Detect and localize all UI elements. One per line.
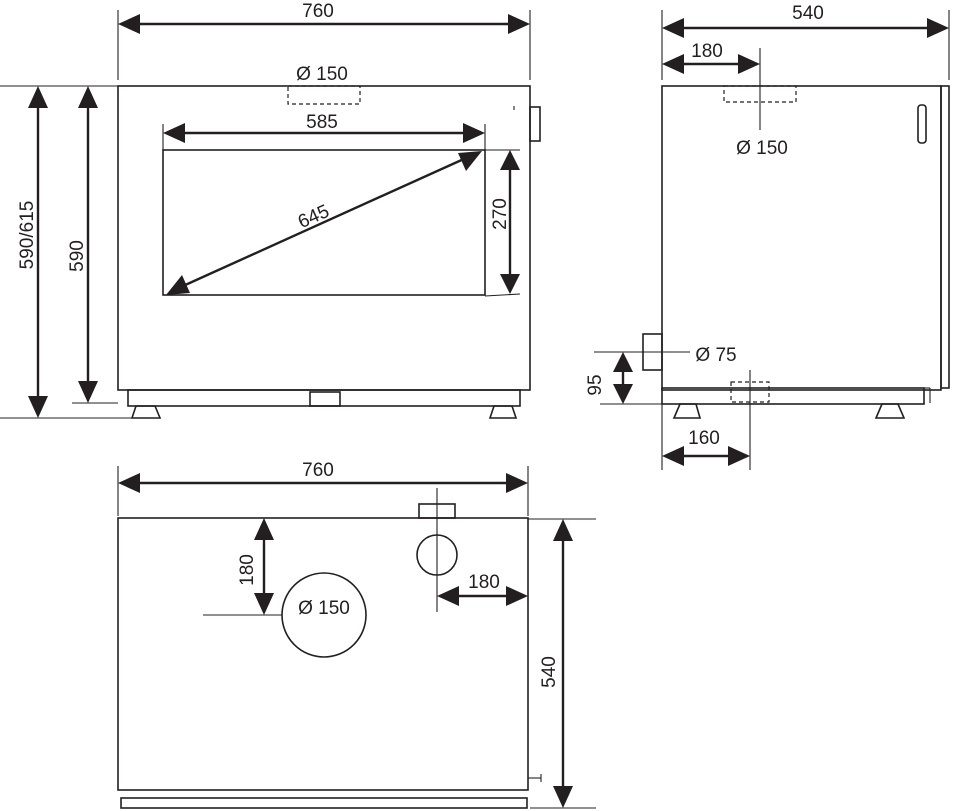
side-foot-right bbox=[874, 403, 906, 419]
body-height-dimension bbox=[78, 86, 98, 403]
top-base bbox=[120, 797, 528, 809]
extension-line bbox=[484, 293, 521, 297]
side-foot-left bbox=[672, 403, 702, 419]
side-flue-diameter-label: Ø 150 bbox=[736, 138, 788, 159]
total-height-label: 590/615 bbox=[17, 201, 38, 270]
total-height-dimension bbox=[28, 86, 48, 418]
glass-window bbox=[162, 149, 486, 296]
flue-diameter-label: Ø 150 bbox=[296, 64, 348, 85]
side-base bbox=[661, 387, 925, 405]
body-height-label: 590 bbox=[67, 240, 88, 272]
top-body bbox=[117, 517, 529, 791]
depth-dimension bbox=[662, 18, 949, 38]
top-view: 760 180 Ø 150 180 bbox=[117, 460, 596, 809]
door-edge bbox=[940, 85, 950, 389]
foot-left bbox=[130, 405, 162, 419]
front-view: 760 Ø 150 585 645 bbox=[0, 1, 541, 419]
flue-offset-label: 180 bbox=[691, 41, 723, 62]
glass-height-dimension bbox=[500, 150, 520, 294]
glass-width-dimension bbox=[163, 123, 485, 143]
glass-width-label: 585 bbox=[306, 112, 338, 133]
side-flue-outlet bbox=[723, 85, 797, 103]
glass-height-label: 270 bbox=[490, 198, 511, 230]
top-width-label: 760 bbox=[302, 460, 334, 481]
depth-label: 540 bbox=[792, 3, 824, 24]
glass-diagonal-dimension bbox=[166, 151, 482, 295]
bottom-inlet-offset-dimension bbox=[662, 446, 750, 466]
air-inlet-circle bbox=[416, 534, 458, 576]
flue-offset-front-label: 180 bbox=[237, 554, 258, 586]
top-width-dimension bbox=[118, 473, 528, 493]
width-label: 760 bbox=[302, 1, 334, 22]
top-flue-diameter-label: Ø 150 bbox=[298, 598, 350, 619]
top-depth-label: 540 bbox=[539, 656, 560, 688]
door-handle bbox=[529, 106, 541, 142]
top-depth-dimension bbox=[553, 519, 573, 808]
side-offset-dimension bbox=[437, 586, 528, 606]
side-view: 540 180 Ø 150 Ø 75 bbox=[585, 3, 950, 470]
air-inlet-diameter-label: Ø 75 bbox=[695, 345, 736, 366]
bottom-inlet-offset-label: 160 bbox=[688, 428, 720, 449]
width-dimension bbox=[118, 14, 530, 34]
foot-right bbox=[488, 405, 518, 419]
glass-diagonal-label: 645 bbox=[295, 201, 333, 233]
air-inlet-height-dimension bbox=[613, 352, 633, 404]
base-vent bbox=[309, 391, 341, 407]
flue-outlet bbox=[287, 85, 361, 105]
side-offset-label: 180 bbox=[468, 572, 500, 593]
flue-offset-front-dimension bbox=[254, 518, 274, 615]
flue-offset-dimension bbox=[662, 54, 760, 74]
side-handle bbox=[917, 104, 927, 144]
air-inlet-height-label: 95 bbox=[585, 374, 606, 395]
